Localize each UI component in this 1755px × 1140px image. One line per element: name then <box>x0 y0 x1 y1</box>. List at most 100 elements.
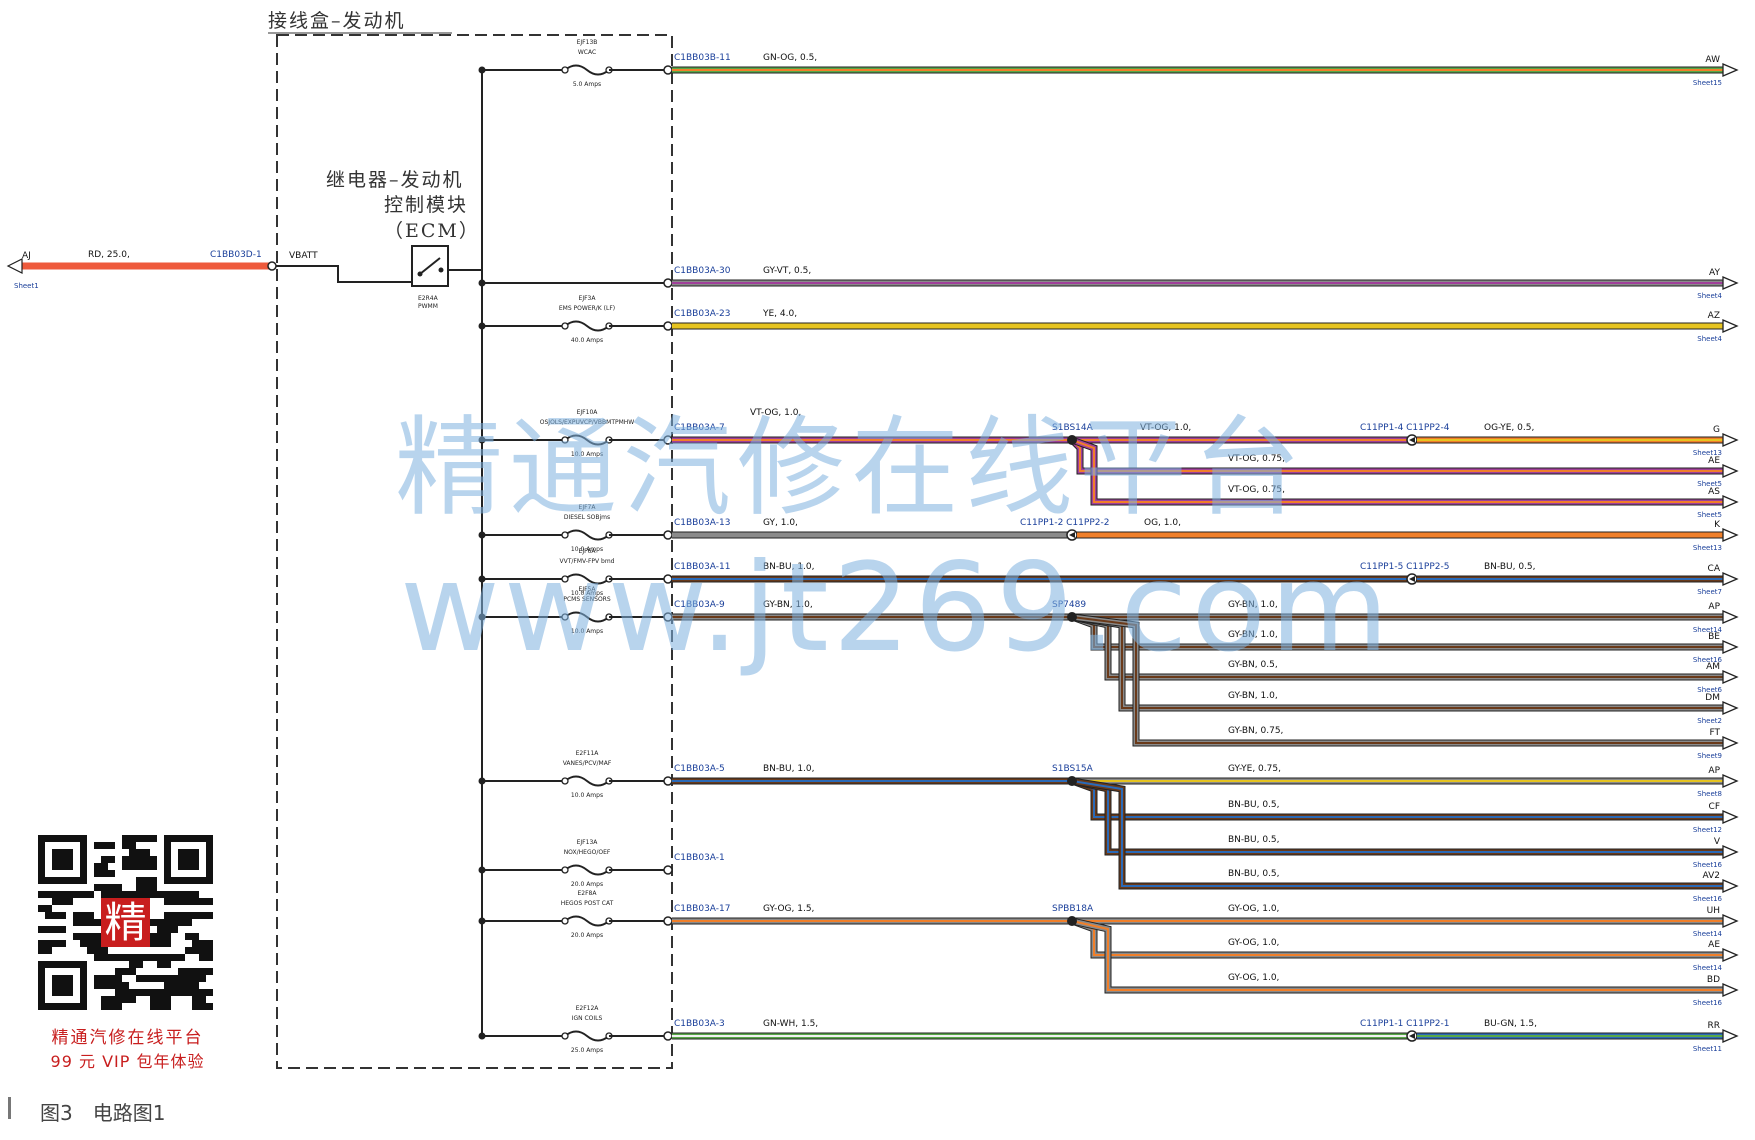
wire-3-branch-1-code: AS <box>1708 487 1720 497</box>
wire-1-arrow-icon <box>1722 276 1739 290</box>
wire-3-branch-0-wire-label: VT-OG, 0.75, <box>1228 454 1285 464</box>
wire-3-code: G <box>1713 425 1720 435</box>
wire-7-fuse-amps: 10.0 Amps <box>571 792 603 799</box>
wire-7-branch-3-stripe <box>1071 780 1725 887</box>
wire-3-branch-1-wire-label: VT-OG, 0.75, <box>1228 485 1285 495</box>
wire-9-branch-2-code: BD <box>1707 975 1720 985</box>
wire-3-arrow-icon <box>1722 433 1739 447</box>
wire-10-connector: C1BB03A-3 <box>674 1019 725 1029</box>
wire-1-code: AY <box>1709 268 1720 278</box>
relay-ecm: 继电器–发动机 控制模块 （ECM） E2R4A PWMM <box>326 169 482 310</box>
wire-3-connector: C1BB03A-7 <box>674 423 725 433</box>
wire-6-fuse-label: PCMS SENSORS <box>563 596 610 603</box>
wire-9-branch-1-code: AE <box>1708 940 1720 950</box>
wire-9-splice-node <box>1067 916 1077 926</box>
wire-10-code: RR <box>1707 1021 1720 1031</box>
wire-2-code: AZ <box>1708 311 1720 321</box>
wire-7-branch-3-arrow-icon <box>1722 879 1739 893</box>
vbatt-bus <box>276 265 412 283</box>
wire-7-branch-0-code: AP <box>1708 766 1720 776</box>
wire-6-branch-4-sheet: Sheet9 <box>1697 752 1722 760</box>
relay-title-line3: （ECM） <box>384 220 480 242</box>
wire-3-fuse-amps: 10.0 Amps <box>571 451 603 458</box>
wire-6-branch-0-arrow-icon <box>1722 610 1739 624</box>
wire-6-branch-4-stripe <box>1071 616 1725 744</box>
wire-6-branch-3-arrow-icon <box>1722 701 1739 715</box>
wire-6-branch-0-wire-label: GY-BN, 1.0, <box>1228 600 1278 610</box>
wire-7-branch-0-arrow-icon <box>1722 774 1739 788</box>
wire-7-fuse-icon <box>564 775 610 787</box>
wire-9-branch-2-stripe <box>1071 920 1725 991</box>
wire-9-branch-1-outline <box>1070 917 1725 959</box>
wire-8-fuse-amps: 20.0 Amps <box>571 881 603 888</box>
wire-6-fuse-icon <box>564 611 610 623</box>
wire-3-branch-1-stripe <box>1071 439 1725 503</box>
wire-9-branch-1-wire-label: GY-OG, 1.0, <box>1228 938 1279 948</box>
watermark-line1: 精通汽修在线平台 <box>395 406 1307 531</box>
wire-6-branch-3-sheet: Sheet2 <box>1697 717 1722 725</box>
wire-7-branch-0-wire-label: GY-YE, 0.75, <box>1228 764 1281 774</box>
wire-2-terminal <box>663 321 673 331</box>
wire-3-fuse-code: EJF10A <box>577 409 599 416</box>
wire-9-fuse-code: E2F8A <box>578 890 598 897</box>
wire-6-branch-2-arrow-icon <box>1722 670 1739 684</box>
wire-7-branch-2-code: V <box>1714 837 1721 847</box>
wire-9-branch-1 <box>1071 918 1725 958</box>
wire-9-branch-2-arrow-icon <box>1722 983 1739 997</box>
wire-10-fuse-icon <box>564 1030 610 1042</box>
vbatt-label: VBATT <box>289 251 318 261</box>
wire-3-fuse-icon <box>564 434 610 446</box>
wire-5-fuse-icon <box>564 573 610 585</box>
wire-9-fuse-icon <box>564 915 610 927</box>
promo-line1: 精通汽修在线平台 <box>51 1028 204 1048</box>
wire-2-fuse-label: EMS POWER/K (LF) <box>559 305 615 312</box>
wire-5-connector: C1BB03A-11 <box>674 562 730 572</box>
wire-9-branch-0-code: UH <box>1707 906 1720 916</box>
wire-8-fuse-icon <box>564 864 610 876</box>
wire-0-fuse-label: WCAC <box>578 49 596 56</box>
wire-6-branch-2-wire-label: GY-BN, 0.5, <box>1228 660 1278 670</box>
wire-6-fuse-code: EJF5A <box>579 586 597 593</box>
wire-5-fuse-label: VVT/FMV-FPV bmd <box>560 558 615 565</box>
wire-10-fuse-code: E2F12A <box>576 1005 600 1012</box>
wire-3-sheet: Sheet13 <box>1693 449 1722 457</box>
wire-2-arrow-icon <box>1722 319 1739 333</box>
wire-9-branch-1-arrow-icon <box>1722 948 1739 962</box>
wire-0-fuse-amps: 5.0 Amps <box>573 81 601 88</box>
wire-6-branch-2-sheet: Sheet6 <box>1697 686 1722 694</box>
wire-0-connector: C1BB03B-11 <box>674 53 731 63</box>
wire-5-wire-label: BN-BU, 1.0, <box>763 562 815 572</box>
wire-7-branch-0-sheet: Sheet8 <box>1697 790 1722 798</box>
wire-9-branch-0-sheet: Sheet14 <box>1693 930 1723 938</box>
wire-8-fuse-code: EJF13A <box>577 839 599 846</box>
wire-4-inline-label: C11PP1-2 C11PP2-2 <box>1020 518 1109 528</box>
junction-box-frame <box>276 34 673 1069</box>
wire-7-branch-1-stripe <box>1071 780 1725 818</box>
wire-10-sheet: Sheet11 <box>1693 1045 1722 1053</box>
wire-5-inline-label: C11PP1-5 C11PP2-5 <box>1360 562 1449 572</box>
wire-9-branch-1-sheet: Sheet14 <box>1693 964 1723 972</box>
wire-7-branch-1-arrow-icon <box>1722 810 1739 824</box>
wire-4-code: K <box>1714 520 1721 530</box>
wire-7-fuse-label: VANES/PCV/MAF <box>563 760 612 767</box>
junction-box-title: 接线盒–发动机 <box>268 10 406 32</box>
wire-10-fuse-amps: 25.0 Amps <box>571 1047 603 1054</box>
wire-5-fuse-code: EJF6A <box>579 548 597 555</box>
wire-3-fuse-label: OSJOLS/EXPUVCP/VBBMTPMHW <box>540 419 635 426</box>
wire-7-branch-2-arrow-icon <box>1722 845 1739 859</box>
wire-10-inline-label: C11PP1-1 C11PP2-1 <box>1360 1019 1449 1029</box>
wire-2-fuse-icon <box>564 320 610 332</box>
wire-7-branch-2-sheet: Sheet16 <box>1693 861 1723 869</box>
wire-6-branch-1-sheet: Sheet16 <box>1693 656 1723 664</box>
wire-1-connector: C1BB03A-30 <box>674 266 731 276</box>
wire-0-terminal <box>663 65 673 75</box>
wire-9-branch-2-sheet: Sheet16 <box>1693 999 1723 1007</box>
qr-code[interactable]: 精 <box>38 835 213 1010</box>
relay-title-line2: 控制模块 <box>384 194 468 216</box>
wire-9-fuse-amps: 20.0 Amps <box>571 932 603 939</box>
relay-title-line1: 继电器–发动机 <box>326 169 464 191</box>
wire-3-branch-0-arrow-icon <box>1722 464 1739 478</box>
wire-6-connector: C1BB03A-9 <box>674 600 725 610</box>
